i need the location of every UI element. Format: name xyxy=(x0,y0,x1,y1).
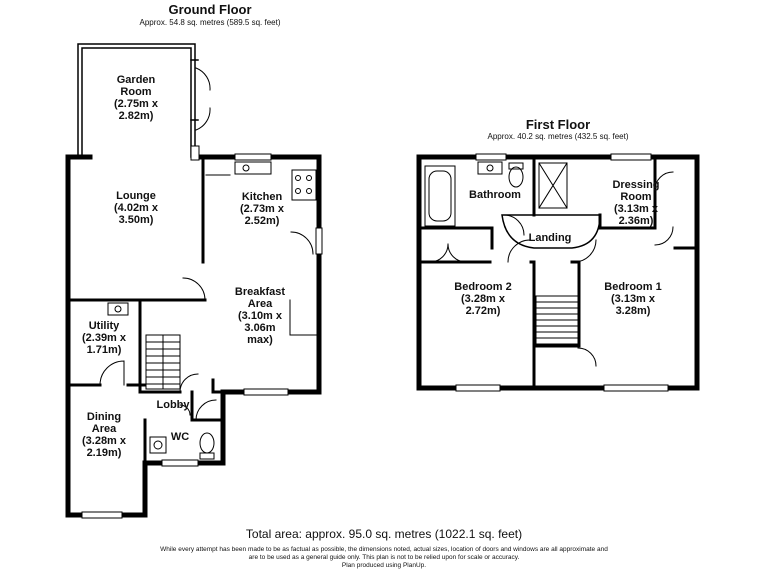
room-wc: WC xyxy=(170,431,190,443)
kitchen-fittings xyxy=(205,161,320,336)
first-floor-walls xyxy=(416,154,700,391)
room-lounge: Lounge (4.02m x 3.50m) xyxy=(113,190,159,226)
disclaimer: While every attempt has been made to be … xyxy=(160,546,608,569)
first-stairs xyxy=(535,295,579,345)
landing-outline xyxy=(501,214,601,249)
room-lobby: Lobby xyxy=(156,399,190,411)
room-garden-room: Garden Room (2.75m x 2.82m) xyxy=(113,74,159,122)
first-floor-title: First Floor xyxy=(525,117,591,132)
room-landing: Landing xyxy=(528,232,572,244)
ground-floor-area: Approx. 54.8 sq. metres (589.5 sq. feet) xyxy=(139,18,281,27)
room-breakfast-area: Breakfast Area (3.10m x 3.06m max) xyxy=(234,286,286,346)
ground-stairs xyxy=(145,334,181,390)
room-dining-area: Dining Area (3.28m x 2.19m) xyxy=(81,411,127,459)
bathroom-fittings xyxy=(424,161,568,227)
garden-room-walls xyxy=(77,43,199,158)
room-dressing-room: Dressing Room (3.13m x 2.36m) xyxy=(612,179,660,227)
room-bedroom-1: Bedroom 1 (3.13m x 3.28m) xyxy=(604,281,662,317)
ground-doors xyxy=(99,67,314,421)
room-kitchen: Kitchen (2.73m x 2.52m) xyxy=(239,191,285,227)
first-windows xyxy=(455,153,669,392)
first-floor-area: Approx. 40.2 sq. metres (432.5 sq. feet) xyxy=(487,132,629,141)
first-doors xyxy=(429,171,674,367)
utility-wc-fittings xyxy=(107,302,215,460)
ground-floor-title: Ground Floor xyxy=(168,2,252,17)
room-bathroom: Bathroom xyxy=(469,189,521,201)
room-bedroom-2: Bedroom 2 (3.28m x 2.72m) xyxy=(454,281,512,317)
ground-windows xyxy=(81,145,323,519)
room-utility: Utility (2.39m x 1.71m) xyxy=(81,320,127,356)
total-area: Total area: approx. 95.0 sq. metres (102… xyxy=(245,527,523,541)
